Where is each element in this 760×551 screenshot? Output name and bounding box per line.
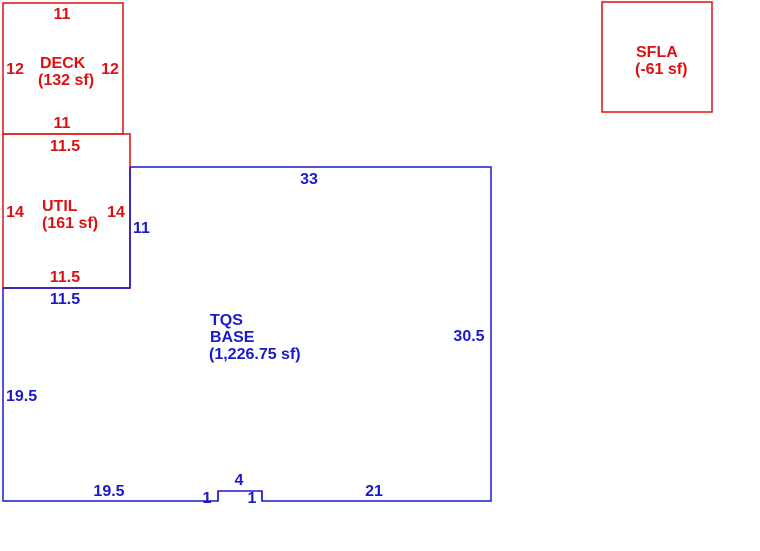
util-dim-top: 11.5 <box>50 138 80 155</box>
base-dim-notch-width: 4 <box>235 472 244 489</box>
util-name: UTIL <box>42 198 78 215</box>
base-dim-bottom-left: 19.5 <box>93 483 124 500</box>
sfla-area: (-61 sf) <box>635 61 687 78</box>
base-dim-top: 33 <box>300 171 318 188</box>
base-dim-bottom-right: 21 <box>365 483 383 500</box>
deck-dim-right: 12 <box>101 61 119 78</box>
base-name-line2: BASE <box>210 329 255 346</box>
deck-dim-top: 11 <box>54 6 71 23</box>
base-dim-right: 30.5 <box>453 328 484 345</box>
sfla-name: SFLA <box>636 44 678 61</box>
util-dim-right: 14 <box>107 204 125 221</box>
sfla-outline <box>601 1 713 113</box>
deck-area: (132 sf) <box>38 72 94 89</box>
util-dim-left: 14 <box>6 204 24 221</box>
base-dim-notch-right: 1 <box>248 490 257 507</box>
base-dim-left: 19.5 <box>6 388 37 405</box>
base-name-line1: TQS <box>210 312 243 329</box>
util-dim-bottom: 11.5 <box>50 269 80 286</box>
util-area: (161 sf) <box>42 215 98 232</box>
deck-dim-left: 12 <box>6 61 24 78</box>
base-dim-util-bottom: 11.5 <box>50 291 80 308</box>
deck-dim-bottom: 11 <box>54 115 71 132</box>
base-dim-upper-left-step: 11 <box>133 220 150 237</box>
base-area: (1,226.75 sf) <box>209 346 301 363</box>
deck-name: DECK <box>40 55 86 72</box>
base-dim-notch-left: 1 <box>203 490 212 507</box>
